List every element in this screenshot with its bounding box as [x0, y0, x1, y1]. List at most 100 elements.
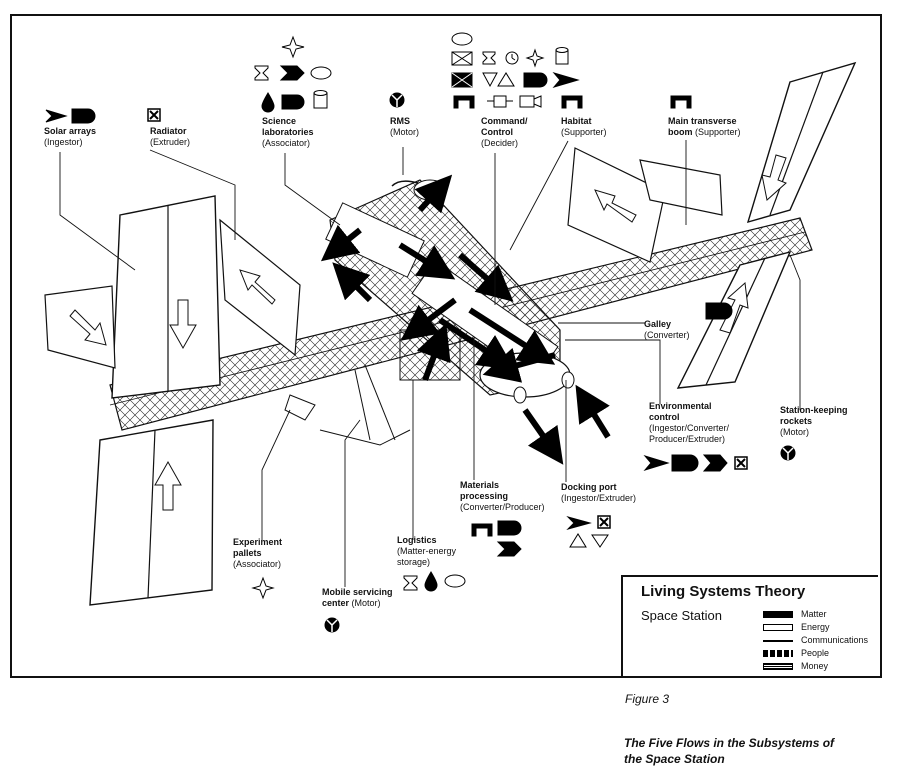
- logistics-icons: [403, 571, 466, 592]
- legend-row: Money: [763, 661, 878, 673]
- x-box-icon: [147, 108, 161, 122]
- label-title: rockets: [780, 416, 813, 426]
- label-title: RMS: [390, 116, 410, 126]
- docking-icons: [566, 515, 611, 548]
- label-logistics: Logistics (Matter-energy storage): [397, 535, 456, 568]
- figure-label: Figure 3: [625, 692, 670, 706]
- motor-icon: [780, 445, 796, 461]
- label-title: Main transverse: [668, 116, 737, 126]
- figure-caption: The Five Flows in the Subsystems of the …: [624, 735, 834, 767]
- right-lower-solar-array: [676, 250, 792, 389]
- label-sub: storage): [397, 557, 431, 567]
- label-title: Environmental: [649, 401, 712, 411]
- label-station-keeping: Station-keeping rockets (Motor): [780, 405, 848, 438]
- label-line: boom (Supporter): [668, 127, 741, 137]
- label-sub: (Associator): [233, 559, 282, 569]
- label-title: Control: [481, 127, 513, 137]
- label-line: center (Motor): [322, 598, 381, 608]
- label-title: Science: [262, 116, 297, 126]
- label-command: Command/ Control (Decider): [481, 116, 528, 149]
- leader-lines: [59, 140, 801, 587]
- label-title: Mobile servicing: [322, 587, 393, 597]
- label-materials: Materials processing (Converter/Producer…: [460, 480, 545, 513]
- legend-subtitle: Space Station: [641, 608, 722, 623]
- legend-label: Matter: [801, 609, 827, 619]
- left-radiator: [44, 218, 301, 369]
- label-title: center: [322, 598, 350, 608]
- label-sub: (Matter-energy: [397, 546, 457, 556]
- bracket-icon: [561, 95, 583, 109]
- star-icon: [251, 576, 275, 600]
- label-title: control: [649, 412, 680, 422]
- legend-label: People: [801, 648, 830, 658]
- caption-line: the Space Station: [624, 752, 725, 766]
- label-title: pallets: [233, 548, 262, 558]
- label-sub: (Ingestor/Extruder): [561, 493, 637, 503]
- label-title: laboratories: [262, 127, 314, 137]
- label-title: processing: [460, 491, 509, 501]
- science-labs-icons: [254, 35, 332, 113]
- label-title: Logistics: [397, 535, 437, 545]
- legend-row: Matter: [763, 609, 878, 621]
- label-sub: (Ingestor): [44, 137, 83, 147]
- label-sub: (Supporter): [561, 127, 607, 137]
- label-title: Command/: [481, 116, 528, 126]
- label-sub: (Motor): [351, 598, 381, 608]
- legend-row: People: [763, 648, 878, 660]
- command-icons: [451, 32, 580, 109]
- d-shape-icon: [705, 302, 733, 320]
- motor-icon: [324, 617, 340, 633]
- legend-label: Energy: [801, 622, 830, 632]
- right-radiator: [567, 147, 723, 263]
- label-title: Experiment: [233, 537, 283, 547]
- label-sub: (Supporter): [695, 127, 741, 137]
- mobile-servicing-details: [284, 364, 411, 446]
- label-sub: (Extruder): [150, 137, 191, 147]
- label-sub: (Converter/Producer): [460, 502, 545, 512]
- label-sub: Producer/Extruder): [649, 434, 726, 444]
- label-galley: Galley (Converter): [644, 319, 690, 341]
- label-title: Habitat: [561, 116, 592, 126]
- label-sub: (Associator): [262, 138, 311, 148]
- label-environmental: Environmental control (Ingestor/Converte…: [649, 401, 729, 445]
- label-title: Docking port: [561, 482, 617, 492]
- label-title: boom: [668, 127, 693, 137]
- legend-swatch: [763, 663, 793, 670]
- label-sub: (Ingestor/Converter/: [649, 423, 730, 433]
- label-title: Station-keeping: [780, 405, 848, 415]
- left-lower-solar-array: [89, 419, 214, 606]
- legend-title: Living Systems Theory: [641, 583, 806, 600]
- flow-arrows: [320, 174, 611, 465]
- legend-label: Money: [801, 661, 829, 671]
- label-main-boom: Main transverse boom (Supporter): [668, 116, 741, 138]
- label-rms: RMS (Motor): [390, 116, 419, 138]
- legend-swatch: [763, 611, 793, 618]
- label-solar-arrays: Solar arrays (Ingestor): [44, 126, 96, 148]
- label-science-labs: Science laboratories (Associator): [262, 116, 314, 149]
- label-title: Solar arrays: [44, 126, 97, 136]
- bracket-icon: [670, 95, 692, 109]
- caption-line: The Five Flows in the Subsystems of: [624, 736, 835, 750]
- motor-icon: [389, 92, 405, 108]
- label-title: Materials: [460, 480, 500, 490]
- legend-row: Communications: [763, 635, 878, 647]
- environmental-icons: [643, 454, 748, 472]
- label-sub: (Decider): [481, 138, 519, 148]
- legend-row: Energy: [763, 622, 878, 634]
- label-sub: (Motor): [390, 127, 419, 137]
- label-sub: (Motor): [780, 427, 809, 437]
- figure-frame: [10, 14, 882, 678]
- left-upper-solar-array: [111, 195, 221, 399]
- label-docking: Docking port (Ingestor/Extruder): [561, 482, 636, 504]
- solar-arrays-icons: [45, 108, 96, 124]
- legend-box: Living Systems Theory Space Station Matt…: [621, 575, 878, 676]
- label-habitat: Habitat (Supporter): [561, 116, 607, 138]
- icon-symbols: [45, 32, 796, 633]
- legend-swatch: [763, 650, 793, 657]
- label-mobile-servicing: Mobile servicing center (Motor): [322, 587, 393, 609]
- right-upper-solar-array: [746, 61, 857, 224]
- label-experiment: Experiment pallets (Associator): [233, 537, 282, 570]
- label-title: Galley: [644, 319, 672, 329]
- materials-icons: [471, 520, 522, 557]
